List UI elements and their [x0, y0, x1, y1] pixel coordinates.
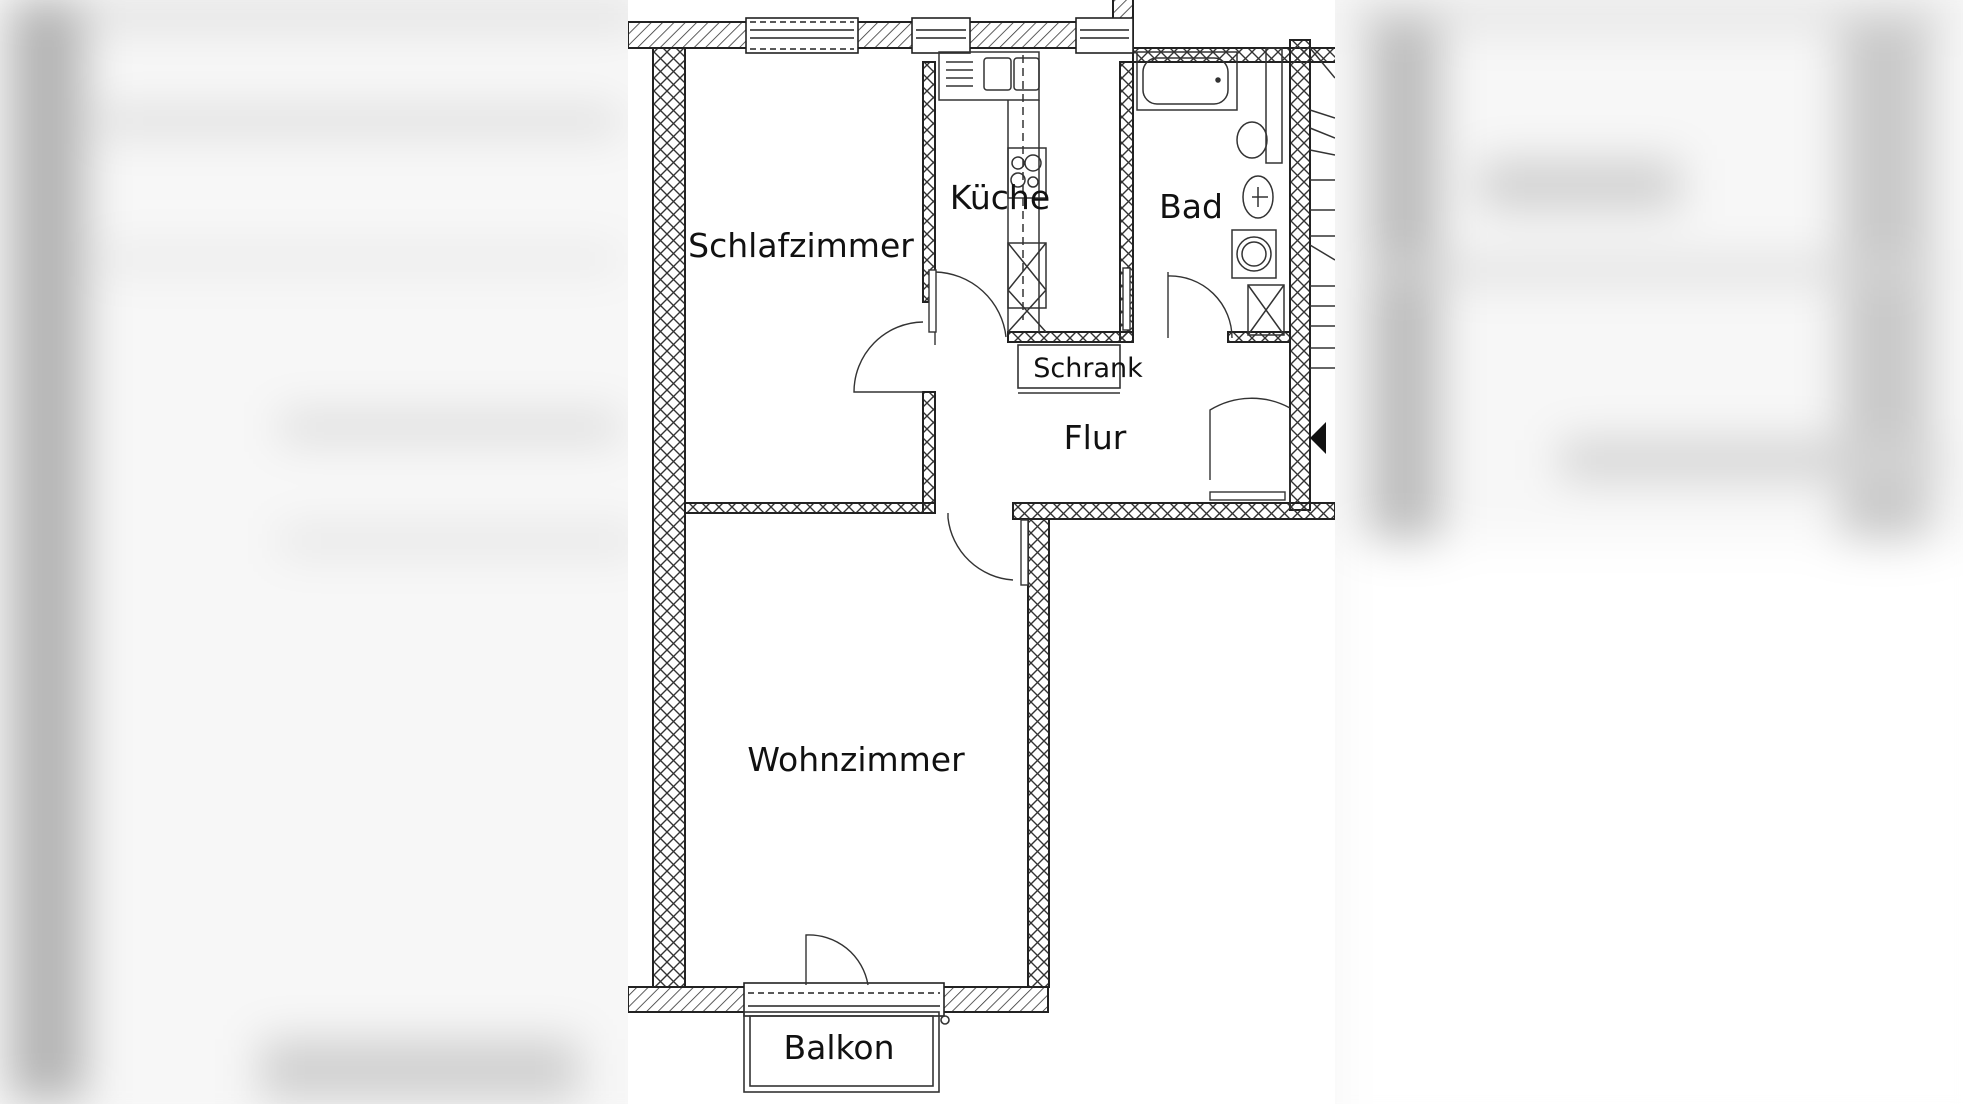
living-room-door [947, 513, 1014, 581]
kitchen-door [934, 271, 1007, 345]
doors [805, 267, 1291, 986]
toilet-icon [1236, 121, 1268, 159]
interior-walls [652, 39, 1335, 988]
sink-icon [938, 51, 1040, 101]
toilet-cistern [1265, 47, 1283, 164]
bedroom-door [853, 321, 924, 393]
room-label-flur: Flur [1064, 418, 1127, 457]
windows [743, 17, 1134, 1017]
room-label-wohnzimmer: Wohnzimmer [747, 740, 965, 779]
washbasin-icon [1242, 175, 1274, 219]
floor-plan: Schlafzimmer Küche Bad Schrank Flur Wohn… [628, 0, 1335, 1104]
room-label-bad: Bad [1159, 187, 1223, 226]
bathtub-icon [1136, 51, 1238, 111]
room-label-schrank: Schrank [1033, 353, 1143, 384]
balcony [743, 1011, 950, 1093]
washing-machine-icon [1231, 229, 1277, 279]
balcony-door [805, 934, 869, 986]
entrance-arrow-icon [1310, 422, 1326, 454]
room-label-balkon: Balkon [783, 1028, 894, 1067]
room-label-schlafzimmer: Schlafzimmer [688, 226, 914, 265]
floor-plan-drawing: Schlafzimmer Küche Bad Schrank Flur Wohn… [628, 0, 1335, 1093]
staircase [1289, 47, 1335, 505]
stove-icon [1007, 147, 1047, 199]
bathroom-door [1167, 272, 1233, 339]
schrank-box [1017, 344, 1121, 394]
bathroom-fixtures [1136, 47, 1285, 336]
kitchen-fixtures [938, 51, 1047, 333]
room-label-kueche: Küche [950, 178, 1050, 217]
entrance-door [1209, 397, 1291, 480]
